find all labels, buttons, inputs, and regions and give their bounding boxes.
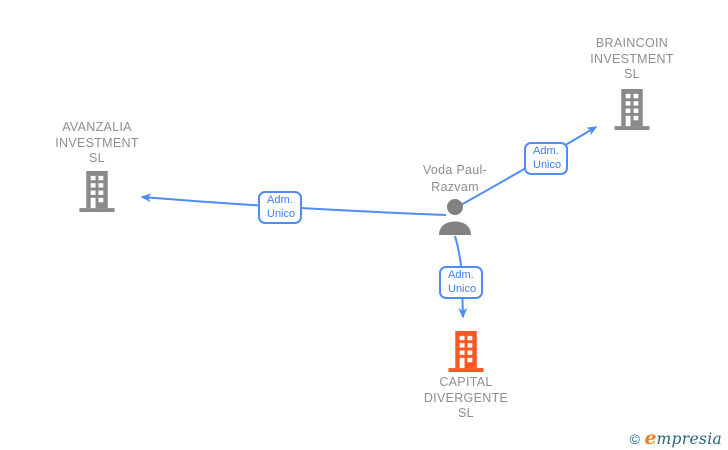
edge-label-line: Unico [533,158,562,171]
node-label-line: Razvam [431,179,479,194]
building-icon [612,88,652,130]
edge-person-to-braincoin [458,126,598,207]
node-label: CAPITAL DIVERGENTE SL [424,375,508,422]
edge-label-line: Unico [267,207,296,220]
node-label: Voda Paul- Razvam [423,162,487,195]
node-avanzalia-investment-sl[interactable]: AVANZALIA INVESTMENT SL [37,120,157,212]
node-label-line: SL [458,406,474,420]
node-label-line: BRAINCOIN [595,36,669,50]
person-icon [438,199,472,235]
brand-initial: e [644,427,657,449]
node-label: AVANZALIA INVESTMENT SL [55,120,139,167]
node-label-line: CAPITAL [439,375,493,389]
node-capital-divergente-sl[interactable]: CAPITAL DIVERGENTE SL [396,331,536,422]
brand-rest: mpresia [656,430,722,448]
edge-label-adm-unico-capital: Adm. Unico [439,266,483,299]
node-braincoin-investment-sl[interactable]: BRAINCOIN INVESTMENT SL [572,36,692,130]
brand-wordmark: empresia [644,427,722,449]
building-icon [443,331,489,372]
node-label: BRAINCOIN INVESTMENT SL [590,36,674,83]
copyright-icon: © [629,431,640,447]
node-label-line: INVESTMENT [55,135,139,150]
node-label-line: AVANZALIA [62,120,132,134]
empresia-logo[interactable]: © empresia [630,427,722,449]
edge-label-line: Adm. [533,145,559,157]
edge-label-adm-unico-braincoin: Adm. Unico [524,142,568,175]
building-icon [77,170,117,212]
node-label-line: SL [624,67,640,81]
edge-label-line: Unico [448,282,477,295]
edge-label-line: Adm. [448,269,474,281]
node-label-line: SL [89,151,105,165]
node-label-line: Voda Paul- [422,163,488,177]
edge-label-adm-unico-avanzalia: Adm. Unico [258,191,302,224]
node-label-line: DIVERGENTE [423,390,509,405]
edge-label-line: Adm. [267,194,293,206]
node-label-line: INVESTMENT [590,51,674,66]
node-voda-paul-razvam[interactable]: Voda Paul- Razvam [395,162,515,235]
